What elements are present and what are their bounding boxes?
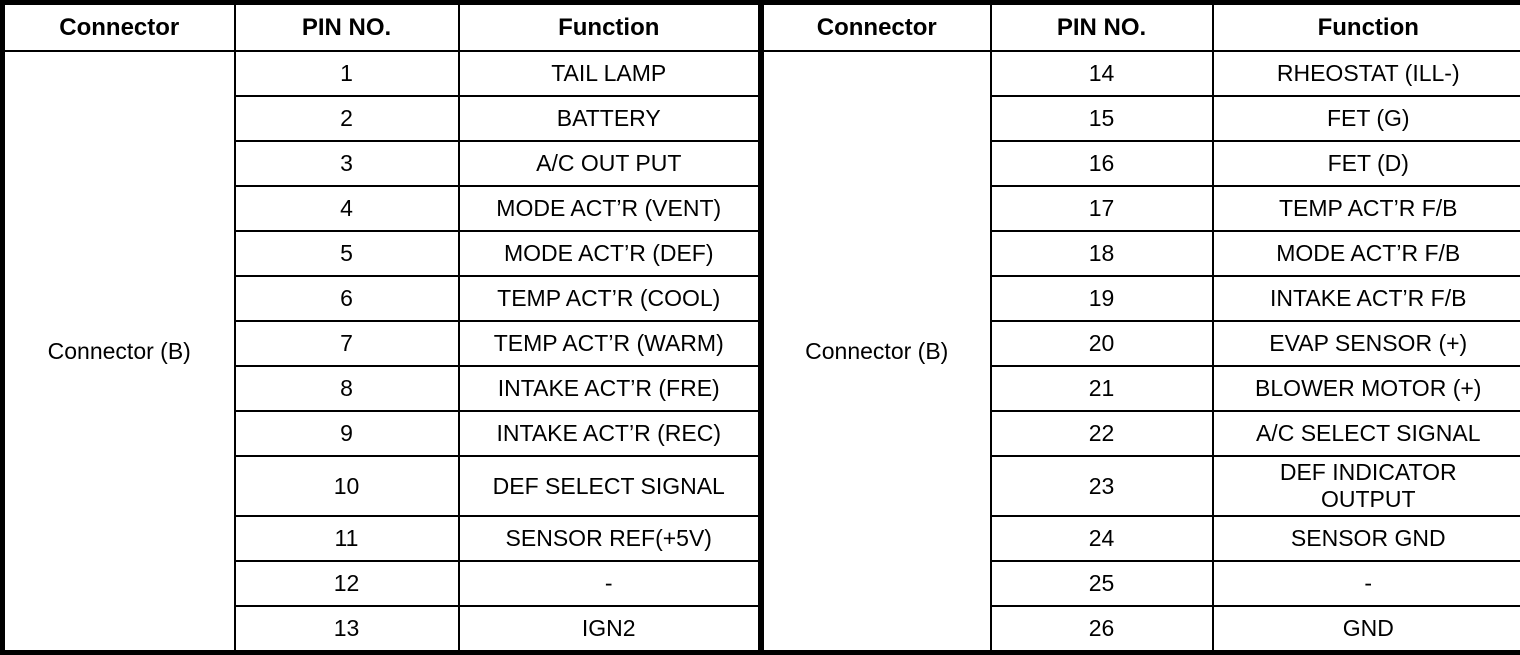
pin-number-cell: 3 bbox=[235, 141, 459, 186]
function-cell: TEMP ACT’R F/B bbox=[1213, 186, 1520, 231]
function-cell: A/C OUT PUT bbox=[459, 141, 760, 186]
function-cell: INTAKE ACT’R (REC) bbox=[459, 411, 760, 456]
function-cell: TAIL LAMP bbox=[459, 51, 760, 96]
function-cell: IGN2 bbox=[459, 606, 760, 653]
pin-number-cell: 4 bbox=[235, 186, 459, 231]
pinout-table-right: Connector PIN NO. Function Connector (B)… bbox=[761, 0, 1520, 655]
column-header-connector: Connector bbox=[3, 3, 235, 52]
column-header-function: Function bbox=[1213, 3, 1520, 52]
pin-number-cell: 25 bbox=[991, 561, 1213, 606]
pin-number-cell: 11 bbox=[235, 516, 459, 561]
function-cell: - bbox=[459, 561, 760, 606]
function-cell: FET (D) bbox=[1213, 141, 1520, 186]
header-row: Connector PIN NO. Function bbox=[3, 3, 760, 52]
table-header-left: Connector PIN NO. Function bbox=[3, 3, 760, 52]
pin-number-cell: 22 bbox=[991, 411, 1213, 456]
function-cell: - bbox=[1213, 561, 1520, 606]
pin-number-cell: 20 bbox=[991, 321, 1213, 366]
column-header-connector: Connector bbox=[763, 3, 991, 52]
pin-number-cell: 8 bbox=[235, 366, 459, 411]
function-cell: TEMP ACT’R (WARM) bbox=[459, 321, 760, 366]
pin-number-cell: 23 bbox=[991, 456, 1213, 516]
function-cell: INTAKE ACT’R (FRE) bbox=[459, 366, 760, 411]
table-header-right: Connector PIN NO. Function bbox=[763, 3, 1520, 52]
pin-number-cell: 10 bbox=[235, 456, 459, 516]
function-cell: GND bbox=[1213, 606, 1520, 653]
pin-number-cell: 26 bbox=[991, 606, 1213, 653]
pin-number-cell: 21 bbox=[991, 366, 1213, 411]
column-header-function: Function bbox=[459, 3, 760, 52]
pin-number-cell: 19 bbox=[991, 276, 1213, 321]
function-cell: EVAP SENSOR (+) bbox=[1213, 321, 1520, 366]
pin-number-cell: 18 bbox=[991, 231, 1213, 276]
connector-pinout-sheet: Connector PIN NO. Function Connector (B)… bbox=[0, 0, 1520, 636]
pin-number-cell: 5 bbox=[235, 231, 459, 276]
function-cell: BLOWER MOTOR (+) bbox=[1213, 366, 1520, 411]
function-cell: BATTERY bbox=[459, 96, 760, 141]
connector-label-cell: Connector (B) bbox=[3, 51, 235, 653]
pin-number-cell: 14 bbox=[991, 51, 1213, 96]
function-cell: TEMP ACT’R (COOL) bbox=[459, 276, 760, 321]
pinout-table-left: Connector PIN NO. Function Connector (B)… bbox=[0, 0, 761, 655]
column-header-pin-no: PIN NO. bbox=[991, 3, 1213, 52]
function-cell: FET (G) bbox=[1213, 96, 1520, 141]
function-cell: MODE ACT’R F/B bbox=[1213, 231, 1520, 276]
pin-number-cell: 17 bbox=[991, 186, 1213, 231]
pin-number-cell: 2 bbox=[235, 96, 459, 141]
pin-number-cell: 6 bbox=[235, 276, 459, 321]
function-cell: DEF SELECT SIGNAL bbox=[459, 456, 760, 516]
pin-number-cell: 15 bbox=[991, 96, 1213, 141]
pin-number-cell: 16 bbox=[991, 141, 1213, 186]
pin-number-cell: 9 bbox=[235, 411, 459, 456]
function-cell: MODE ACT’R (VENT) bbox=[459, 186, 760, 231]
function-cell: SENSOR GND bbox=[1213, 516, 1520, 561]
function-cell: DEF INDICATOR OUTPUT bbox=[1213, 456, 1520, 516]
function-cell: INTAKE ACT’R F/B bbox=[1213, 276, 1520, 321]
column-header-pin-no: PIN NO. bbox=[235, 3, 459, 52]
pin-number-cell: 24 bbox=[991, 516, 1213, 561]
pin-number-cell: 13 bbox=[235, 606, 459, 653]
header-row: Connector PIN NO. Function bbox=[763, 3, 1520, 52]
function-cell: MODE ACT’R (DEF) bbox=[459, 231, 760, 276]
pin-number-cell: 7 bbox=[235, 321, 459, 366]
function-cell: RHEOSTAT (ILL-) bbox=[1213, 51, 1520, 96]
pin-number-cell: 1 bbox=[235, 51, 459, 96]
pin-number-cell: 12 bbox=[235, 561, 459, 606]
function-cell: SENSOR REF(+5V) bbox=[459, 516, 760, 561]
connector-label-cell: Connector (B) bbox=[763, 51, 991, 653]
function-cell: A/C SELECT SIGNAL bbox=[1213, 411, 1520, 456]
